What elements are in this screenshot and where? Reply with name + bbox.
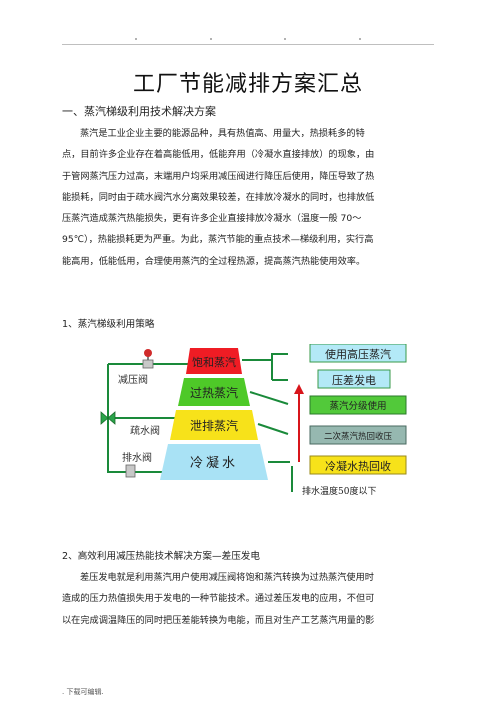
layer-label: 泄排蒸汽 bbox=[190, 418, 238, 433]
header-dot bbox=[359, 38, 362, 40]
paragraph-line: 差压发电就是利用蒸汽用户使用减压阀将饱和蒸汽转换为过热蒸汽使用时 bbox=[80, 572, 374, 583]
section1-heading: 一、蒸汽梯级利用技术解决方案 bbox=[62, 105, 216, 118]
section2-heading: 2、高效利用减压热能技术解决方案—差压发电 bbox=[62, 551, 260, 562]
paragraph-line: 压蒸汽造成蒸汽热能损失，更有许多企业直接排放冷凝水（温度一般 70～ bbox=[62, 213, 362, 225]
drain-valve-icon bbox=[125, 464, 136, 478]
pyramid-layer-condensate bbox=[160, 444, 268, 480]
output-label: 蒸汽分级使用 bbox=[329, 400, 386, 412]
output-box bbox=[317, 369, 391, 389]
page-footer: . 下载可编辑. bbox=[62, 688, 104, 696]
header-dots bbox=[62, 35, 434, 43]
pressure-reducing-valve-icon bbox=[142, 349, 154, 369]
paragraph-line: 造成的压力热值损失用于发电的一种节能技术。通过差压发电的应用，不但可 bbox=[62, 593, 375, 605]
output-label: 压差发电 bbox=[332, 373, 376, 387]
valve-label: 疏水阀 bbox=[130, 424, 160, 437]
diagram-svg: 减压阀 疏水阀 排水阀 饱和蒸汽 过热蒸汽 泄排蒸汽 冷凝水 bbox=[100, 344, 407, 497]
output-label: 二次蒸汽热回收压 bbox=[324, 431, 393, 442]
pyramid-layer-flash bbox=[170, 410, 258, 440]
outlet-temperature-note: 排水温度50度以下 bbox=[302, 485, 376, 497]
pyramid-layer-saturated bbox=[186, 348, 242, 374]
output-label: 使用高压蒸汽 bbox=[325, 347, 391, 361]
layer-label: 饱和蒸汽 bbox=[192, 355, 236, 369]
steam-trap-icon bbox=[100, 411, 116, 425]
output-box bbox=[309, 455, 407, 475]
paragraph-line: 点，目前许多企业存在着高能低用，低能弃用（冷凝水直接排放）的现象，由 bbox=[62, 149, 375, 161]
pyramid-layer-superheated bbox=[178, 378, 250, 406]
steam-cascade-diagram: 减压阀 疏水阀 排水阀 饱和蒸汽 过热蒸汽 泄排蒸汽 冷凝水 bbox=[96, 344, 410, 502]
left-pipe bbox=[107, 364, 184, 473]
output-box bbox=[309, 344, 407, 363]
layer-label: 冷凝水 bbox=[190, 455, 238, 471]
valve-label: 排水阀 bbox=[122, 451, 152, 464]
paragraph-line: 能损耗，同时由于疏水阀汽水分离效果较差，在排放冷凝水的同时，也排放低 bbox=[62, 191, 375, 203]
header-dot bbox=[284, 38, 287, 40]
paragraph-line: 能高用，低能低用，合理使用蒸汽的全过程热源，提高蒸汽热能使用效率。 bbox=[62, 255, 366, 267]
connector bbox=[257, 423, 289, 435]
header-dot bbox=[134, 38, 137, 40]
paragraph-line: 蒸汽是工业企业主要的能源品种，具有热值高、用量大，热损耗多的特 bbox=[80, 128, 365, 139]
connector bbox=[249, 391, 289, 405]
header-dot bbox=[209, 38, 212, 40]
output-box bbox=[309, 425, 407, 445]
output-label: 冷凝水热回收 bbox=[325, 459, 391, 473]
paragraph-line: 95℃），热能损耗更为严重。为此，蒸汽节能的重点技术—梯级利用，实行高 bbox=[62, 234, 374, 246]
connector bbox=[242, 353, 288, 361]
paragraph-line: 于管网蒸汽压力过高，末端用户均采用减压阀进行降压后使用，降压导致了热 bbox=[62, 170, 375, 182]
valve-label: 减压阀 bbox=[118, 373, 148, 386]
up-arrow-icon bbox=[294, 384, 304, 462]
section1-subheading: 1、蒸汽梯级利用策略 bbox=[62, 319, 155, 330]
layer-label: 过热蒸汽 bbox=[190, 385, 238, 400]
document-title: 工厂节能减排方案汇总 bbox=[132, 72, 363, 97]
header-rule bbox=[62, 44, 434, 45]
section1-paragraph: 蒸汽是工业企业主要的能源品种，具有热值高、用量大，热损耗多的特 点，目前许多企业… bbox=[62, 123, 436, 272]
output-box bbox=[309, 395, 407, 415]
section2-paragraph: 差压发电就是利用蒸汽用户使用减压阀将饱和蒸汽转换为过热蒸汽使用时 造成的压力热值… bbox=[62, 567, 436, 631]
paragraph-line: 以在完成调温降压的同时把压差能转换为电能，而且对生产工艺蒸汽用量的影 bbox=[62, 614, 375, 626]
